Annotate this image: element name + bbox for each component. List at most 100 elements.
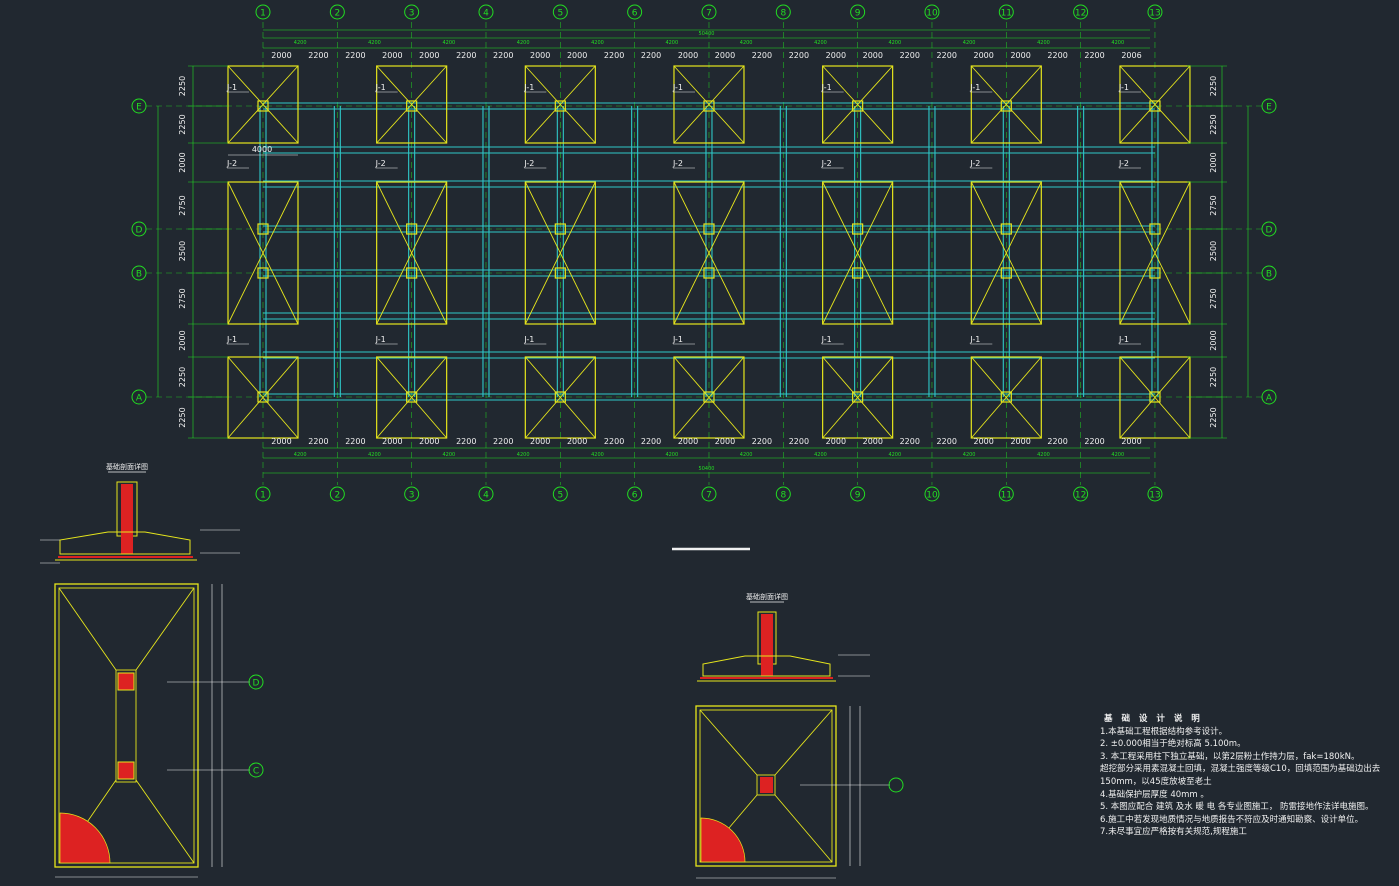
axis-bubble-label: A bbox=[136, 394, 143, 404]
top-dim-segment: 2200 bbox=[604, 51, 624, 60]
bottom-dim-segment: 2200 bbox=[493, 437, 513, 446]
footing-label: J-1 bbox=[226, 83, 237, 92]
bottom-bay-dim: 4200 bbox=[963, 452, 976, 458]
footing-outline bbox=[1119, 181, 1191, 325]
footing-outline bbox=[822, 65, 894, 144]
footing-j2: J-2 bbox=[523, 159, 596, 325]
footing-label: J-1 bbox=[672, 83, 683, 92]
axis-bubble bbox=[850, 486, 866, 502]
top-dim-segment: 2200 bbox=[308, 51, 328, 60]
section-title-1: 基础剖面详图 bbox=[106, 462, 148, 471]
footing-j1: J-1 bbox=[821, 65, 894, 144]
column-marker bbox=[1149, 391, 1161, 403]
top-bay-dim: 4200 bbox=[665, 40, 678, 46]
footing-label: J-1 bbox=[523, 83, 534, 92]
design-notes: 基 础 设 计 说 明 1.本基础工程根据结构参考设计。 2. ±0.000相当… bbox=[1100, 713, 1380, 839]
column-marker bbox=[406, 267, 418, 279]
footing-outline bbox=[970, 181, 1042, 325]
top-bay-dim: 4200 bbox=[368, 40, 381, 46]
footing-label: J-1 bbox=[821, 83, 832, 92]
axis-bubble bbox=[478, 486, 494, 502]
left-dim: 2750 bbox=[178, 195, 187, 215]
note-item: 5. 本图应配合 建筑 及水 暖 电 各专业图施工， 防雷接地作法详电施图。 bbox=[1100, 802, 1374, 813]
axis-bubble-label: 2 bbox=[334, 491, 340, 501]
top-dim-segment: 2200 bbox=[493, 51, 513, 60]
bottom-bay-dim: 4200 bbox=[665, 452, 678, 458]
footing-outline bbox=[970, 356, 1042, 439]
axis-bubble-label: 12 bbox=[1075, 491, 1086, 501]
bottom-bay-dim: 4200 bbox=[368, 452, 381, 458]
bottom-dim-segment: 2200 bbox=[345, 437, 365, 446]
column-marker bbox=[703, 267, 715, 279]
axis-bubble-label: E bbox=[1266, 103, 1272, 113]
footing-outline bbox=[1119, 356, 1191, 439]
axis-bubble bbox=[701, 486, 717, 502]
footing-j1: J-1 bbox=[226, 335, 299, 439]
top-dim-segment: 2200 bbox=[345, 51, 365, 60]
axis-bubble bbox=[924, 486, 940, 502]
footing-outline bbox=[376, 181, 448, 325]
note-item: 7.未尽事宜应严格按有关规范,规程施工 bbox=[1100, 827, 1247, 838]
footing-label: J-2 bbox=[672, 159, 683, 168]
bottom-dim-segment: 2000 bbox=[567, 437, 587, 446]
axis-bubble bbox=[775, 4, 791, 20]
column-marker bbox=[257, 223, 269, 235]
axis-bubble bbox=[1073, 4, 1089, 20]
axis-bubble bbox=[850, 4, 866, 20]
footing-outline bbox=[970, 65, 1042, 144]
bottom-dim-segment: 2200 bbox=[456, 437, 476, 446]
axis-bubble-label: 3 bbox=[409, 491, 415, 501]
top-dim-segment: 2000 bbox=[715, 51, 735, 60]
axis-bubble bbox=[1073, 486, 1089, 502]
column-marker bbox=[703, 391, 715, 403]
footing-diagonal bbox=[970, 356, 1042, 439]
left-dim: 2250 bbox=[178, 76, 187, 96]
right-dim: 2500 bbox=[1209, 241, 1218, 261]
column-marker bbox=[852, 100, 864, 112]
column-marker bbox=[1149, 267, 1161, 279]
footing-j1: J-1 bbox=[375, 335, 448, 439]
bottom-bay-dim: 4200 bbox=[591, 452, 604, 458]
top-dim-segment: 2000 bbox=[678, 51, 698, 60]
section-title-2: 基础剖面详图 bbox=[746, 592, 788, 601]
bottom-dim-segment: 2200 bbox=[752, 437, 772, 446]
detail-j1: 基础剖面详图 bbox=[695, 592, 904, 879]
column-marker bbox=[257, 391, 269, 403]
footing-diagonal bbox=[673, 65, 745, 144]
footing-label: J-2 bbox=[821, 159, 832, 168]
axis-bubble-label: D bbox=[136, 226, 143, 236]
top-dim-segment: 2000 bbox=[974, 51, 994, 60]
top-bay-dim: 4200 bbox=[294, 40, 307, 46]
axis-grid-lines bbox=[146, 22, 1262, 485]
axis-bubble bbox=[627, 486, 643, 502]
note-item: 4.基础保护层厚度 40mm 。 bbox=[1100, 789, 1209, 800]
footing-label: J-2 bbox=[523, 159, 534, 168]
footing-diagonal bbox=[376, 356, 448, 439]
axis-bubble-label: 11 bbox=[1001, 9, 1012, 19]
axis-bubble bbox=[998, 4, 1014, 20]
top-dim-segment: 2000 bbox=[530, 51, 550, 60]
right-dim: 2250 bbox=[1209, 76, 1218, 96]
footing-width-dim: 4000 bbox=[252, 145, 272, 154]
column-marker bbox=[554, 100, 566, 112]
footing-j1: J-1 bbox=[969, 65, 1042, 144]
footing-j2: J-2 bbox=[226, 159, 299, 325]
axis-bubble bbox=[131, 389, 147, 405]
right-dim: 2250 bbox=[1209, 367, 1218, 387]
axis-bubble bbox=[924, 4, 940, 20]
footing-label: J-1 bbox=[672, 335, 683, 344]
footing-outline bbox=[673, 181, 745, 325]
footing-outline bbox=[524, 65, 596, 144]
top-bay-dim: 4200 bbox=[814, 40, 827, 46]
column-marker bbox=[554, 391, 566, 403]
footing-label: J-1 bbox=[821, 335, 832, 344]
footing-diagonal bbox=[376, 181, 448, 325]
detail-j2: 基础剖面详图 D C bbox=[40, 462, 264, 878]
axis-bubble-label: 10 bbox=[926, 491, 938, 501]
footing-j1: J-1 bbox=[523, 335, 596, 439]
right-dim: 2000 bbox=[1209, 152, 1218, 172]
bottom-dim-segment: 2200 bbox=[1047, 437, 1067, 446]
footing-diagonal bbox=[822, 65, 893, 144]
footing-diagonal bbox=[970, 181, 1042, 325]
axis-bubble bbox=[701, 4, 717, 20]
